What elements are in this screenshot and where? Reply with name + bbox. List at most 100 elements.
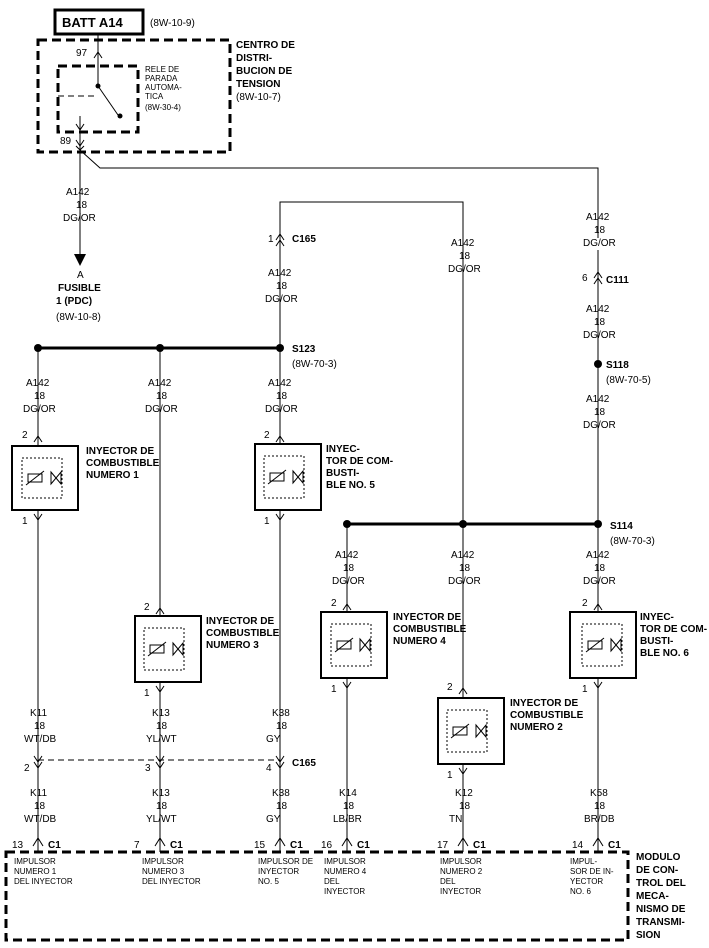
- pin-97-terminal: [93, 51, 103, 59]
- pcm-pin-label-1-3: DEL INYECTOR: [14, 877, 73, 886]
- driver-code-5: K12: [455, 788, 473, 799]
- injector-label-6-1: INYEC-: [640, 612, 674, 623]
- solenoid-slash-4: [334, 637, 354, 653]
- solenoid-slash-2: [147, 641, 167, 657]
- wire-a142-color-4: DG/OR: [583, 238, 616, 249]
- injector-label-6-3: BUSTI-: [640, 636, 673, 647]
- c165b-pin-2: 3: [145, 763, 151, 774]
- c165b-terminal-a-1: [33, 755, 43, 763]
- relay-label-1: RELE DE: [145, 65, 179, 74]
- inj-feed-gauge-5: 18: [459, 563, 471, 574]
- pcm-label-7: SION: [636, 930, 660, 941]
- inj-feed-color-5: DG/OR: [448, 576, 481, 587]
- c165b-pin-3: 4: [266, 763, 272, 774]
- fuse-label-pdc: 1 (PDC): [56, 296, 92, 307]
- wire-a142-color-1: DG/OR: [63, 213, 96, 224]
- pdc-label-4: TENSION: [236, 79, 280, 90]
- inj-top-terminal-1: [33, 435, 43, 443]
- pcm-pin-label-1-2: NUMERO 1: [14, 867, 57, 876]
- pcm-pin-label-6-4: NO. 6: [570, 887, 591, 896]
- valve-icon-6: [610, 637, 622, 653]
- pcm-pin-num-4: 16: [321, 840, 333, 851]
- relay-ref: (8W-30-4): [145, 103, 181, 112]
- fuse-label-a: A: [77, 270, 84, 281]
- injector-label-2-3: NUMERO 3: [206, 640, 259, 651]
- pdc-pin-in: 97: [76, 48, 88, 59]
- inj-pin-top-3: 2: [264, 430, 270, 441]
- c1-terminal-2: [154, 837, 166, 847]
- c1-label-2: C1: [170, 840, 183, 851]
- c165b-terminal-a-2: [155, 755, 165, 763]
- c1-label-3: C1: [290, 840, 303, 851]
- valve-icon-5: [475, 723, 487, 739]
- c1-label-4: C1: [357, 840, 370, 851]
- inj-feed-code-2: A142: [148, 378, 172, 389]
- solenoid-slash-1: [25, 470, 45, 486]
- pcm-label-6: TRANSMI-: [636, 917, 685, 928]
- injector-inner-6: [581, 623, 623, 667]
- inj-pin-bottom-6: 1: [582, 684, 588, 695]
- pcm-label-5: NISMO DE: [636, 904, 686, 915]
- inj-pin-top-4: 2: [331, 598, 337, 609]
- injector-box-1: [11, 445, 79, 511]
- wire-a142-code-3: A142: [451, 238, 475, 249]
- c165b-terminal-b-1: [33, 761, 43, 769]
- valve-icon-4: [359, 637, 371, 653]
- inj-feed-code-5: A142: [451, 550, 475, 561]
- s123-ref: (8W-70-3): [292, 359, 337, 370]
- injector-label-5-2: COMBUSTIBLE: [510, 710, 584, 721]
- injector-inner-1: [21, 457, 63, 499]
- injector-label-3-2: TOR DE COM-: [326, 456, 393, 467]
- injector-box-6: [569, 611, 637, 679]
- c165b-terminal-a-3: [275, 755, 285, 763]
- c1-terminal-3: [274, 837, 286, 847]
- wire-a142-code-6: A142: [586, 394, 610, 405]
- driver-code-1: K11: [30, 788, 47, 799]
- pdc-ref: (8W-10-7): [236, 92, 281, 103]
- pcm-pin-label-3-3: NO. 5: [258, 877, 279, 886]
- wire-a142-code-5: A142: [586, 304, 610, 315]
- inj-pin-top-6: 2: [582, 598, 588, 609]
- injector-label-3-3: BUSTI-: [326, 468, 359, 479]
- pcm-pin-label-6-1: IMPUL-: [570, 857, 597, 866]
- c165b-label: C165: [292, 758, 316, 769]
- injector-box-4: [320, 611, 388, 679]
- inj-top-terminal-3: [275, 435, 285, 443]
- inj-feed-color-2: DG/OR: [145, 404, 178, 415]
- pcm-pin-num-1: 13: [12, 840, 24, 851]
- driver-color-1: WT/DB: [24, 814, 57, 825]
- wire-a142-gauge-2: 18: [276, 281, 288, 292]
- inj-feed-color-4: DG/OR: [332, 576, 365, 587]
- pcm-label-4: MECA-: [636, 891, 669, 902]
- inj-feed-color-3: DG/OR: [265, 404, 298, 415]
- pcm-pin-label-5-4: INYECTOR: [440, 887, 481, 896]
- pcm-pin-label-5-3: DEL: [440, 877, 456, 886]
- c1-terminal-5: [457, 837, 469, 847]
- wire-a142-gauge-4: 18: [594, 225, 606, 236]
- injector-label-5-3: NUMERO 2: [510, 722, 563, 733]
- injector-inner-5: [446, 709, 488, 753]
- pcm-pin-label-4-2: NUMERO 4: [324, 867, 367, 876]
- injector-label-2-2: COMBUSTIBLE: [206, 628, 280, 639]
- inj-feed-color-6: DG/OR: [583, 576, 616, 587]
- inj-feed-gauge-4: 18: [343, 563, 355, 574]
- c1-label-5: C1: [473, 840, 486, 851]
- wire-a142-color-3: DG/OR: [448, 264, 481, 275]
- injector-box-2: [134, 615, 202, 683]
- inj-pin-top-1: 2: [22, 430, 28, 441]
- pin-89-terminal: [75, 139, 85, 147]
- s114-label: S114: [610, 521, 633, 532]
- pcm-label-1: MODULO: [636, 852, 681, 863]
- injector-label-4-3: NUMERO 4: [393, 636, 446, 647]
- batt-ref: (8W-10-9): [150, 18, 195, 29]
- pcm-pin-label-6-2: SOR DE IN-: [570, 867, 614, 876]
- inj-top-terminal-5: [458, 687, 468, 695]
- pcm-pin-label-2-1: IMPULSOR: [142, 857, 184, 866]
- valve-icon-3: [292, 469, 304, 485]
- driver-code-2: K13: [152, 788, 170, 799]
- fuse-arrow: [74, 254, 86, 266]
- c1-terminal-1: [32, 837, 44, 847]
- s114-ref: (8W-70-3): [610, 536, 655, 547]
- pdc-pin-out: 89: [60, 136, 72, 147]
